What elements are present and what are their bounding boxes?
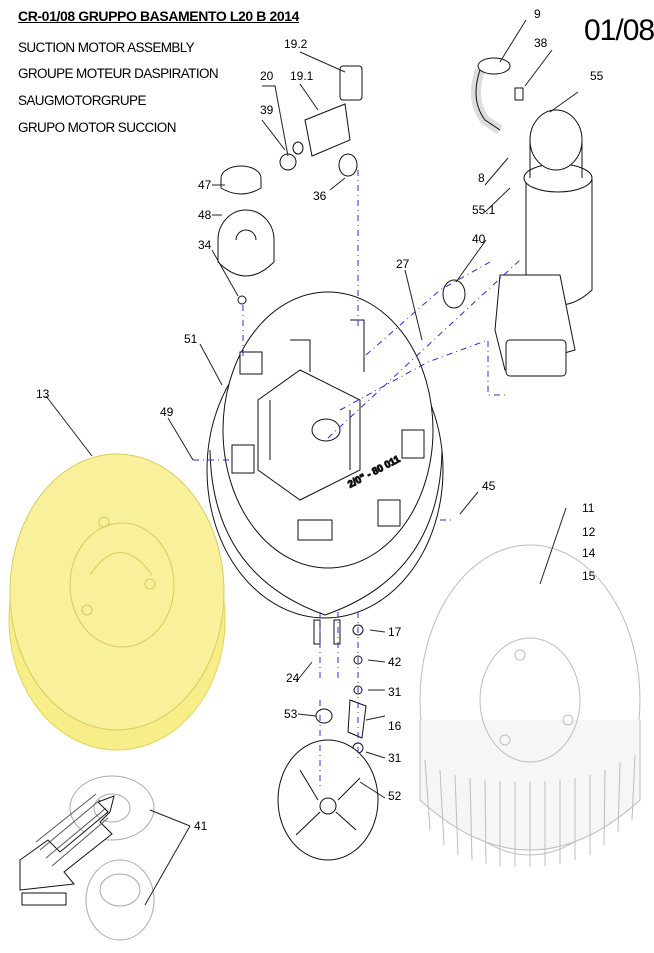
callout-49: 49 — [160, 405, 174, 419]
callout-55-1: 55.1 — [472, 203, 496, 217]
part-11-brush[interactable] — [419, 544, 641, 867]
callout-52: 52 — [388, 789, 402, 803]
page-number: 01/08 — [584, 14, 654, 47]
callout-51: 51 — [184, 332, 198, 346]
callout-13: 13 — [36, 387, 50, 401]
callout-48: 48 — [198, 208, 212, 222]
callout-36: 36 — [313, 189, 327, 203]
part-40-elbow[interactable] — [442, 279, 466, 309]
callout-31-lower: 31 — [388, 751, 402, 765]
callout-34: 34 — [198, 238, 212, 252]
callout-19-2: 19.2 — [284, 37, 308, 51]
subtitle-spanish: GRUPO MOTOR SUCCION — [18, 120, 176, 135]
callout-27: 27 — [396, 257, 410, 271]
assembly-axis-lines — [193, 170, 521, 790]
callout-8: 8 — [478, 171, 485, 185]
callout-labels: 9 38 55 19.2 19.1 20 39 36 47 48 34 8 55… — [36, 7, 604, 833]
part-47-48-pulley-stack[interactable] — [217, 165, 275, 305]
callout-38: 38 — [534, 36, 548, 50]
callout-12: 12 — [582, 525, 596, 539]
subtitle-french: GROUPE MOTEUR DASPIRATION — [18, 66, 219, 81]
callout-24: 24 — [286, 671, 300, 685]
callout-19-1: 19.1 — [290, 69, 314, 83]
callout-14: 14 — [582, 546, 596, 560]
callout-16: 16 — [388, 719, 402, 733]
part-51-base-plate[interactable]: 2/0" - 80 011 — [206, 291, 444, 619]
callout-17: 17 — [388, 625, 402, 639]
callout-53: 53 — [284, 707, 298, 721]
part-9-hose[interactable] — [471, 57, 524, 135]
callout-55: 55 — [590, 69, 604, 83]
part-13-highlighted-disk[interactable] — [8, 453, 226, 751]
callout-20: 20 — [260, 69, 274, 83]
page-title: CR-01/08 GRUPPO BASAMENTO L20 B 2014 — [18, 8, 299, 24]
part-41-pads[interactable] — [69, 775, 155, 941]
callout-40: 40 — [472, 232, 486, 246]
callout-31-upper: 31 — [388, 685, 402, 699]
callout-15: 15 — [582, 569, 596, 583]
callout-9: 9 — [534, 7, 541, 21]
callout-41: 41 — [194, 819, 208, 833]
callout-11: 11 — [582, 501, 595, 515]
subtitle-english: SUCTION MOTOR ASSEMBLY — [18, 40, 195, 55]
part-19-valve-assembly[interactable] — [279, 65, 363, 177]
callout-45: 45 — [482, 479, 496, 493]
subtitle-german: SAUGMOTORGRUPE — [18, 93, 146, 108]
direction-arrow-icon — [19, 793, 115, 906]
callout-42: 42 — [388, 655, 402, 669]
callout-39: 39 — [260, 103, 274, 117]
callout-leaders — [45, 19, 579, 906]
lower-small-parts[interactable] — [277, 619, 379, 861]
callout-47: 47 — [198, 178, 212, 192]
part-55-suction-motor[interactable] — [494, 109, 593, 377]
